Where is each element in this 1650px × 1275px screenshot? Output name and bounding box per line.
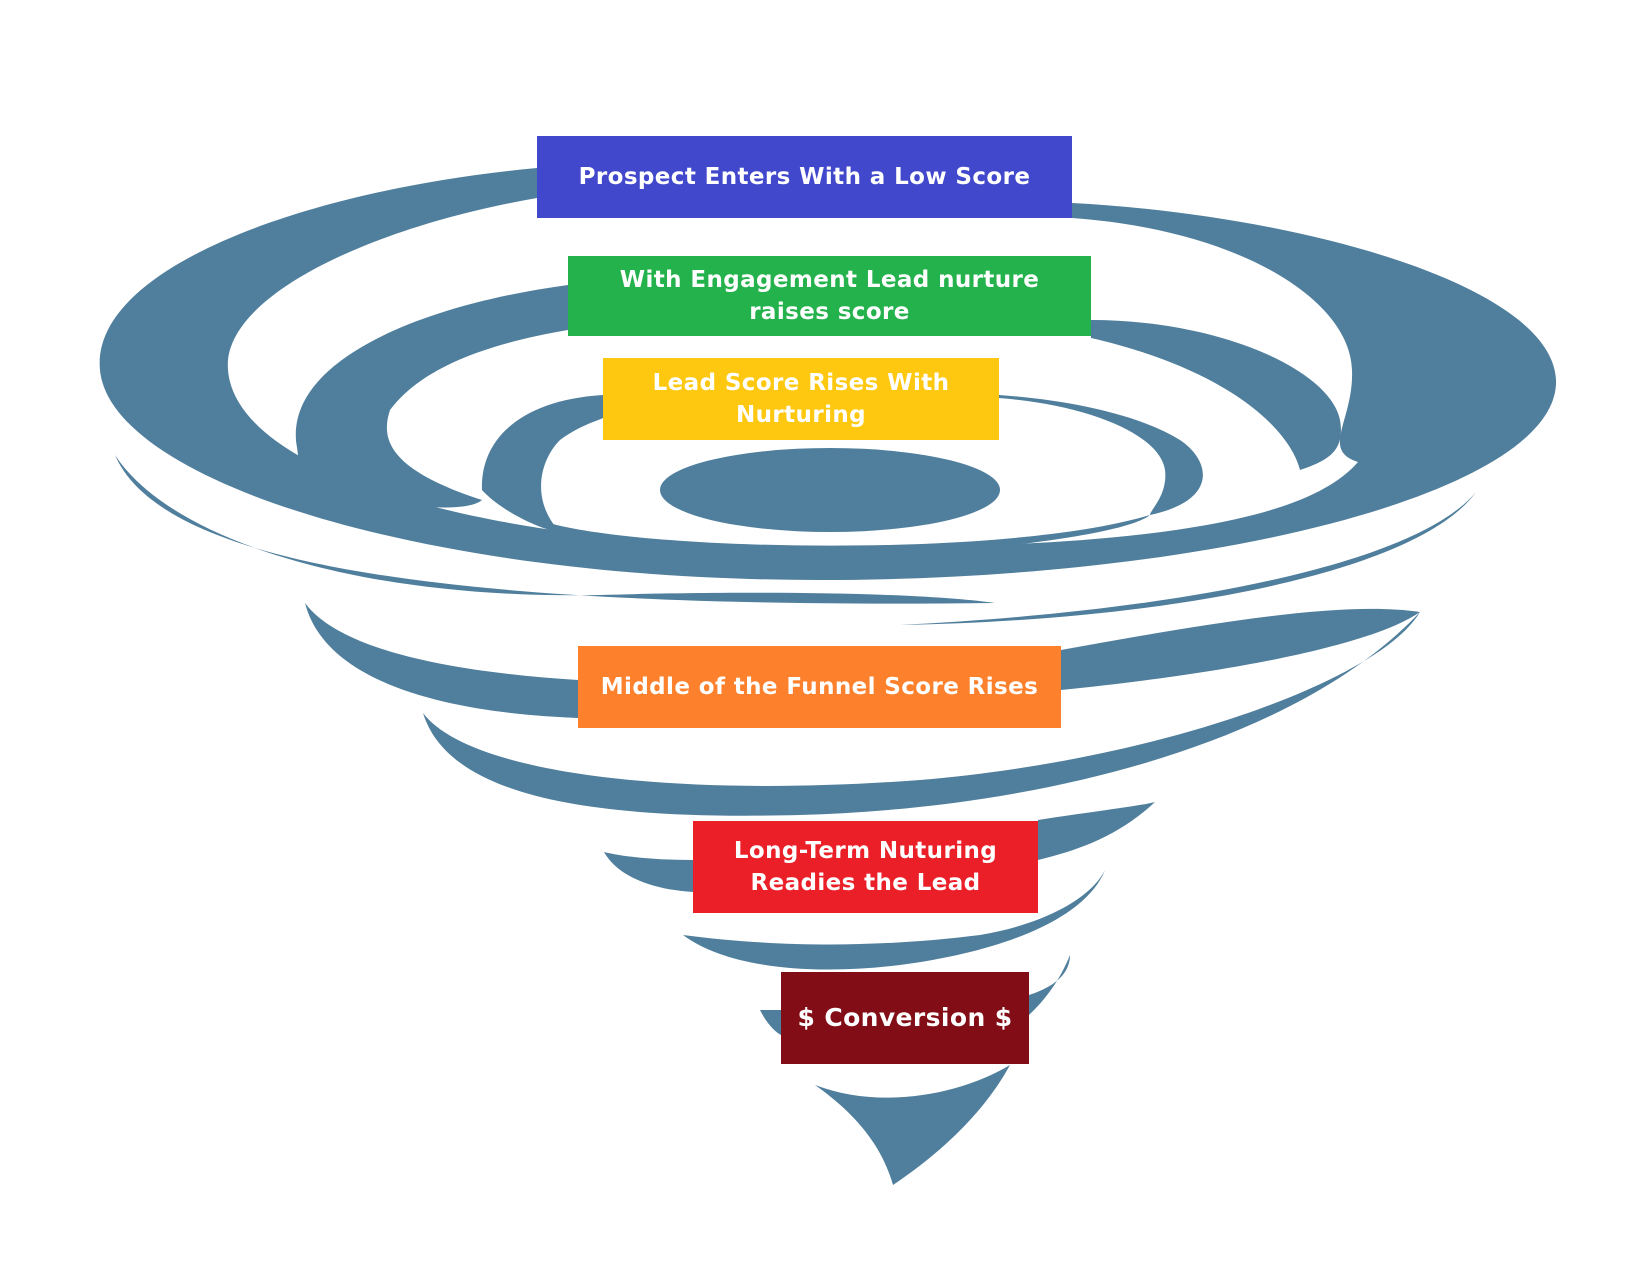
stage-box-conversion: $ Conversion $: [781, 972, 1029, 1064]
swirl-band-1-right: [900, 492, 1476, 625]
stage-box-prospect-enters: Prospect Enters With a Low Score: [537, 136, 1072, 218]
stage-label-line: With Engagement Lead nurture: [619, 267, 1040, 293]
stage-label-line: Nurturing: [736, 402, 866, 428]
swirl-ring-2-right: [1091, 320, 1341, 470]
swirl-tail: [815, 1065, 1010, 1185]
stage-label-line: Lead Score Rises With: [652, 370, 950, 396]
stage-label-line: Prospect Enters With a Low Score: [578, 164, 1031, 190]
stage-label-line: Middle of the Funnel Score Rises: [600, 674, 1039, 700]
swirl-ring-3: [481, 395, 603, 532]
swirl-band-6: [760, 1010, 781, 1035]
stage-box-engagement: With Engagement Lead nurture raises scor…: [568, 256, 1091, 336]
swirl-band-2: [305, 603, 578, 718]
stage-box-long-term: Long-Term Nuturing Readies the Lead: [693, 821, 1038, 913]
tornado-swirl: [99, 168, 1557, 1185]
swirl-ring-3-right: [999, 395, 1203, 515]
stage-label-line: Long-Term Nuturing: [733, 838, 998, 864]
swirl-band-4: [604, 852, 693, 892]
swirl-ring-3-bottom: [540, 515, 1150, 559]
swirl-band-6-right: [1029, 955, 1070, 1015]
stage-label-line: raises score: [749, 299, 910, 325]
swirl-band-4-right: [1038, 802, 1155, 860]
stage-box-score-rises: Lead Score Rises With Nurturing: [603, 358, 999, 440]
swirl-band-5: [683, 870, 1105, 970]
swirl-eye: [660, 448, 1000, 532]
swirl-band-2-right: [1061, 608, 1420, 690]
stage-box-middle-funnel: Middle of the Funnel Score Rises: [578, 646, 1061, 728]
stage-label-line: $ Conversion $: [797, 1003, 1013, 1032]
swirl-ring-2-lower: [296, 300, 568, 508]
stage-label-line: Readies the Lead: [750, 870, 981, 896]
